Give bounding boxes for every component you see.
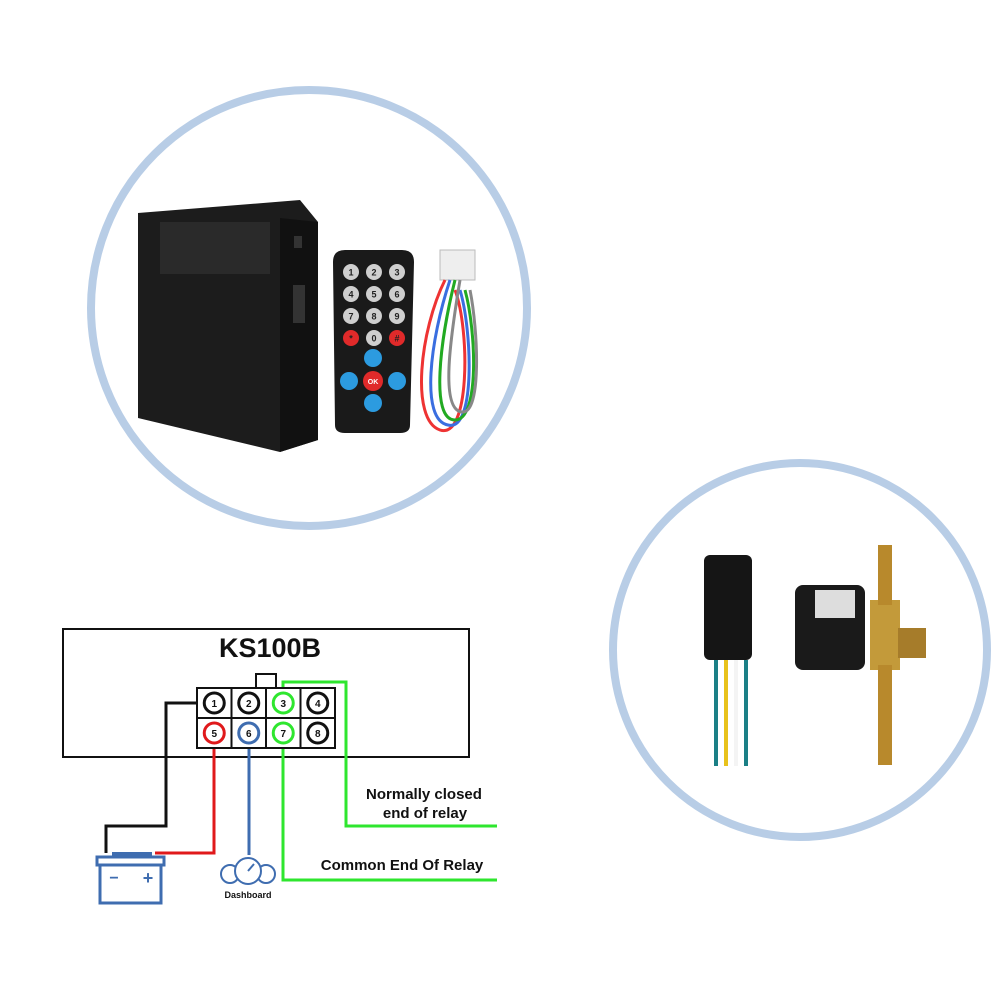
connector: 1 2 3 4 5 6 7 8: [196, 687, 336, 749]
pin-8: [306, 721, 330, 745]
pin-4: [306, 691, 330, 715]
pin-label: 5: [211, 729, 217, 740]
remote-button-label: 4: [348, 290, 353, 300]
remote-button-label: 9: [394, 312, 399, 322]
remote-arrow-button: [388, 372, 406, 390]
remote-button-label: 0: [371, 334, 376, 344]
remote-button: [366, 264, 382, 280]
wire-red: [155, 743, 216, 855]
remote-button-label: #: [394, 334, 399, 344]
sensor-ring: [609, 459, 991, 841]
solenoid-valve-image: [795, 545, 926, 765]
pin-label: 4: [315, 699, 321, 710]
remote-button: [343, 264, 359, 280]
remote-button-label: 7: [348, 312, 353, 322]
wire-green-nc: [281, 680, 497, 828]
remote-button-label: 1: [348, 268, 353, 278]
pin-3: [271, 691, 295, 715]
remote-arrow-button: [364, 394, 382, 412]
remote-button-label: 3: [394, 268, 399, 278]
pin-5: [202, 721, 226, 745]
pin-1: [202, 691, 226, 715]
wire-harness-image: [420, 249, 479, 432]
pin-label: 1: [211, 699, 217, 710]
sensor-connector-image: [704, 555, 752, 766]
nc-label-line2: end of relay: [383, 805, 468, 822]
remote-ok-label: OK: [368, 379, 379, 386]
remote-button-label: 2: [371, 268, 376, 278]
battery-minus: −: [109, 870, 118, 887]
wire-green-common: [281, 743, 497, 882]
battery-plus: +: [143, 868, 154, 888]
remote-ok-button: [363, 371, 383, 391]
remote-button: [366, 330, 382, 346]
remote-button: [389, 264, 405, 280]
pin-6: [237, 721, 261, 745]
remote-button-label: *: [349, 334, 353, 344]
pin-7: [271, 721, 295, 745]
remote-button: [366, 286, 382, 302]
pin-label: 2: [246, 699, 252, 710]
sensor-photo: [609, 459, 991, 841]
pin-label: 8: [315, 729, 321, 740]
diagram-title: KS100B: [219, 633, 321, 663]
remote-arrow-button: [364, 349, 382, 367]
remote-button-label: 8: [371, 312, 376, 322]
control-box-image: [138, 200, 318, 452]
connector-tab: [255, 673, 277, 690]
wiring-diagram: KS100B 1 2 3 4 5 6 7 8 − + Dashboard Normally c…: [62, 628, 497, 905]
wire-black: [104, 701, 199, 853]
remote-button-label: 6: [394, 290, 399, 300]
nc-label-line1: Normally closed: [366, 786, 482, 803]
remote-button: [389, 308, 405, 324]
remote-button: [343, 286, 359, 302]
remote-arrow-button: [340, 372, 358, 390]
battery-icon: − +: [95, 852, 166, 905]
pin-label: 7: [280, 729, 286, 740]
dashboard-icon: [220, 857, 276, 885]
remote-button: [366, 308, 382, 324]
common-label: Common End Of Relay: [321, 857, 484, 874]
remote-button: [389, 286, 405, 302]
product-photo: 1 2 3 4 5 6 7 8 9 * 0 # OK: [87, 86, 531, 530]
dashboard-label: Dashboard: [224, 890, 271, 900]
remote-button: [343, 308, 359, 324]
remote-button: [389, 330, 405, 346]
remote-button: [343, 330, 359, 346]
remote-control-image: 1 2 3 4 5 6 7 8 9 * 0 # OK: [333, 250, 414, 433]
pin-label: 6: [246, 729, 252, 740]
remote-button-label: 5: [371, 290, 376, 300]
pin-label: 3: [280, 699, 286, 710]
pin-2: [237, 691, 261, 715]
product-ring: [87, 86, 531, 530]
